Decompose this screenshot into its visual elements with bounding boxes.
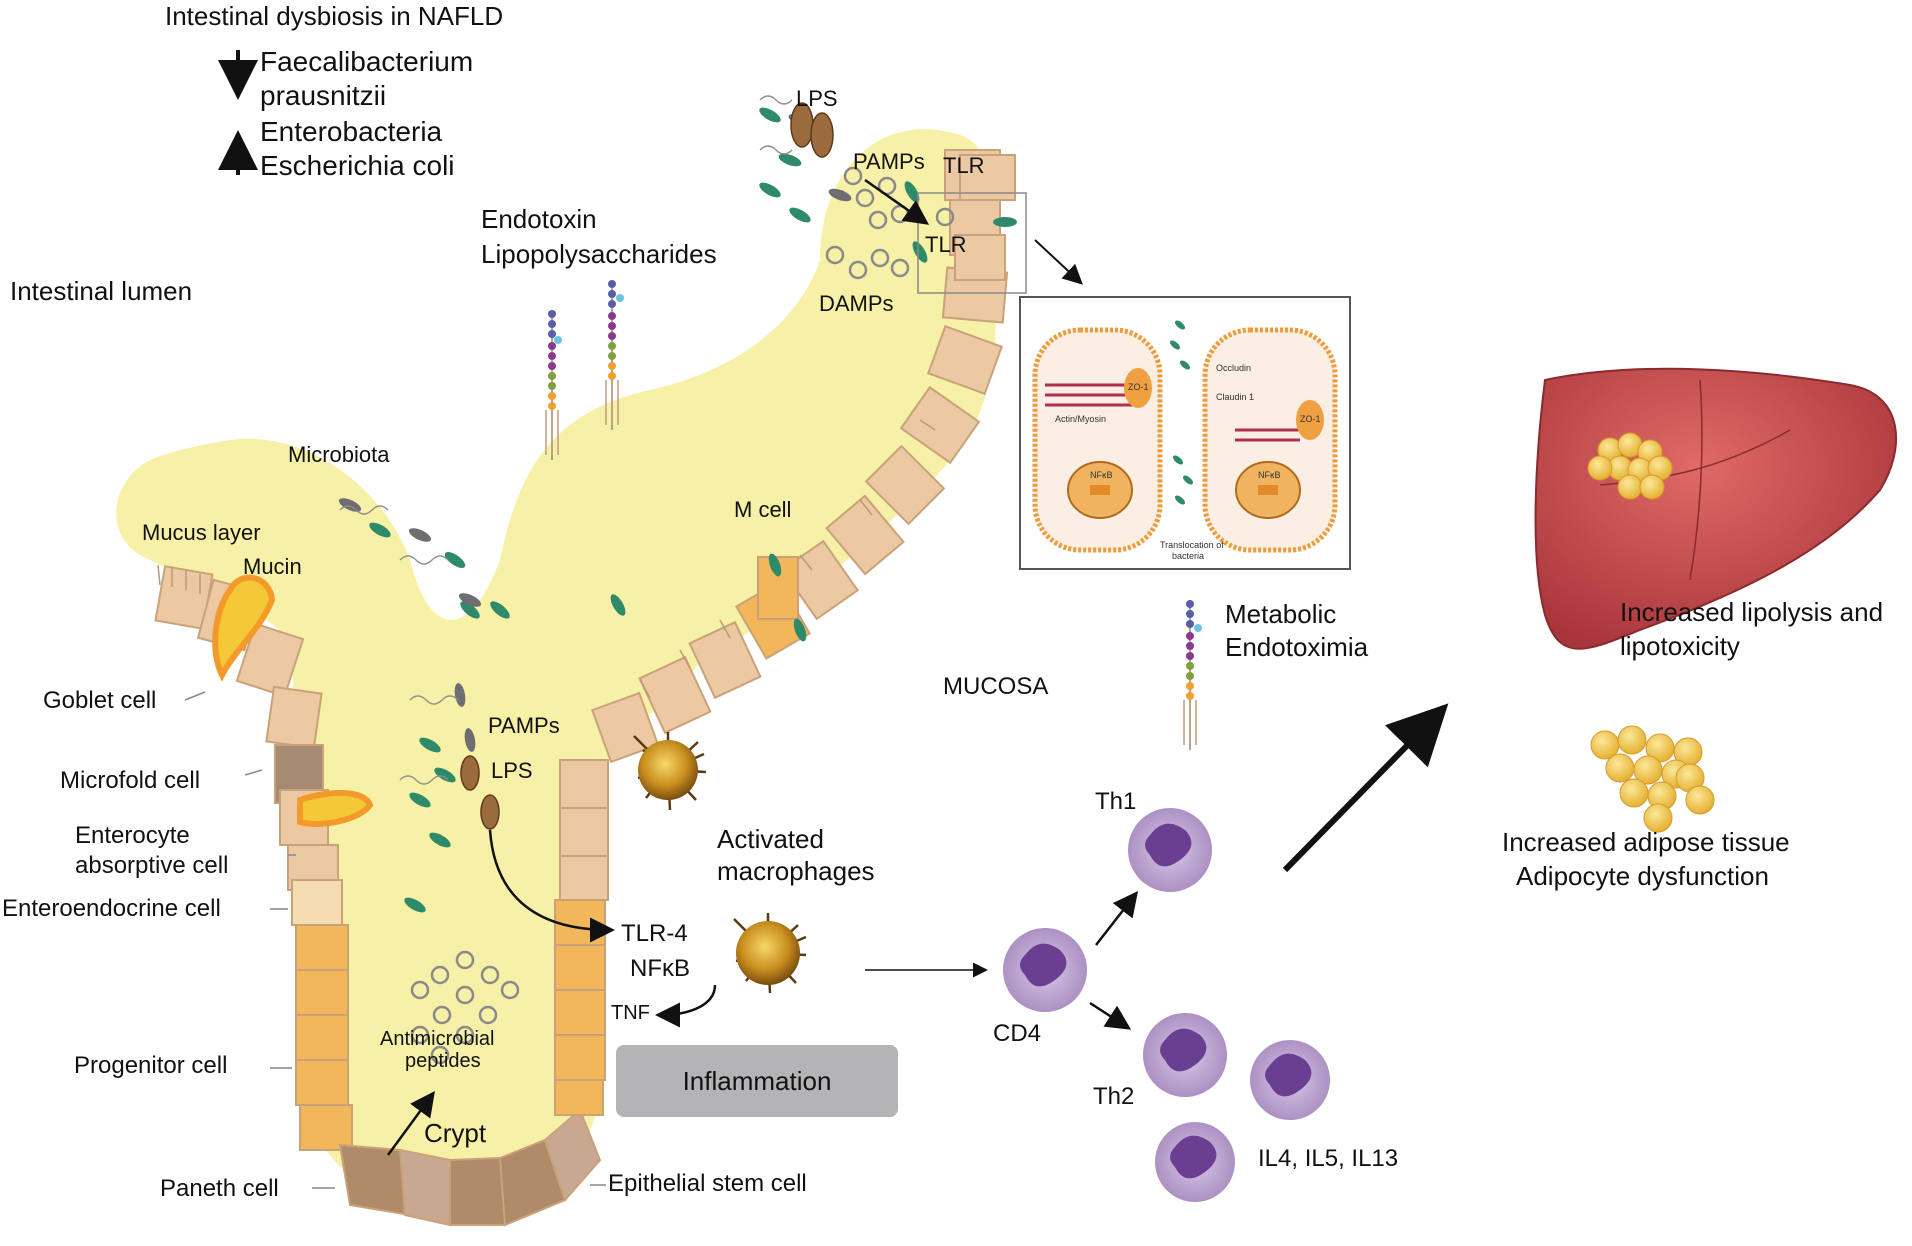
m-cell-label: M cell: [734, 497, 792, 522]
adipose-label-line1: Increased adipose tissue: [1502, 827, 1790, 857]
liver-label-line2: lipotoxicity: [1620, 631, 1740, 661]
th2-cell: [1143, 1013, 1227, 1097]
antimicrobial-peptides-line1: Antimicrobial: [380, 1028, 495, 1050]
inset-nfkb-right: NFκB: [1258, 470, 1281, 480]
enteroendocrine-cell-label: Enteroendocrine cell: [2, 895, 221, 922]
endotoxin-label: Endotoxin: [481, 204, 597, 234]
activated-macrophages-line2: macrophages: [717, 856, 875, 886]
zo1-left: [1124, 368, 1152, 408]
microbiota-label: Microbiota: [288, 442, 390, 467]
interleukins-label: IL4, IL5, IL13: [1258, 1145, 1399, 1172]
decreased-bacteria-line1: Faecalibacterium: [260, 46, 474, 77]
tight-junction-inset: [1019, 296, 1351, 570]
inset-translocation-line2: bacteria: [1172, 551, 1205, 561]
dysbiosis-title: Intestinal dysbiosis in NAFLD: [165, 1, 504, 31]
antimicrobial-peptides-line2: peptides: [405, 1050, 481, 1072]
inset-translocation-line1: Translocation of: [1160, 540, 1224, 550]
inset-zo1-right: ZO-1: [1300, 414, 1321, 424]
inset-zo1-left: ZO-1: [1128, 382, 1149, 392]
th2-cell-c: [1155, 1122, 1235, 1202]
inset-occludin-label: Occludin: [1216, 363, 1252, 373]
tlr-zoom-label: TLR: [925, 232, 967, 257]
microbiota-bacteria: [338, 95, 1017, 913]
pamps-top-label: PAMPs: [853, 149, 925, 174]
enterocyte-label-line1: Enterocyte: [75, 822, 190, 849]
th2-cell-b: [1250, 1040, 1330, 1120]
liver-label-line1: Increased lipolysis and: [1620, 597, 1884, 627]
activated-macrophage-1: [633, 732, 707, 811]
right-crypt-epithelium: [449, 759, 609, 1227]
mucin-goblet-cell: [212, 574, 276, 682]
microvilli: [157, 419, 936, 699]
activated-macrophages-line1: Activated: [717, 824, 824, 854]
pamps-to-tlr-arrow: [864, 178, 930, 225]
tlr4-label: TLR-4: [621, 920, 688, 947]
adipose-cluster: [1590, 725, 1715, 833]
nfkb-label: NFκB: [630, 955, 690, 982]
tlr-zoom-box: [917, 192, 1027, 294]
tnf-arrow: [655, 984, 717, 1028]
tnf-label: TNF: [611, 1002, 650, 1024]
epithelial-stem-cell-label: Epithelial stem cell: [608, 1170, 807, 1197]
increased-bacteria-line1: Enterobacteria: [260, 116, 443, 147]
to-liver-big-arrow: [1282, 703, 1449, 873]
paneth-up-arrow: [386, 1090, 435, 1156]
goblet-cell-label: Goblet cell: [43, 687, 157, 714]
crypt-label: Crypt: [424, 1118, 487, 1148]
liver-fat-cluster: [1587, 432, 1673, 500]
progenitor-cell-label: Progenitor cell: [74, 1052, 228, 1079]
lps-to-tlr4-arrow: [488, 829, 615, 943]
zo1-right: [1296, 400, 1324, 440]
paneth-cell-label: Paneth cell: [160, 1175, 279, 1202]
intestinal-lumen-label: Intestinal lumen: [10, 276, 193, 306]
mucus-layer-label: Mucus layer: [142, 520, 261, 545]
increased-bacteria-line2: Escherichia coli: [260, 150, 455, 181]
metabolic-label-line2: Endotoximia: [1225, 632, 1369, 662]
pamps-crypt-label: PAMPs: [488, 713, 560, 738]
cd4-cell: [1003, 928, 1087, 1012]
microfold-cell-label: Microfold cell: [60, 767, 201, 794]
th1-cell: [1128, 808, 1212, 892]
mucin-label: Mucin: [243, 554, 302, 579]
th1-label: Th1: [1095, 788, 1137, 815]
zoom-arrow: [1034, 239, 1083, 285]
arrows: [218, 50, 1449, 1156]
cd4-to-th2-arrow: [1089, 1001, 1132, 1030]
mucosa-label: MUCOSA: [943, 673, 1049, 700]
tlr-receptor-bottom: [954, 234, 1006, 281]
mucin-microfold-cell: [297, 790, 374, 827]
inset-claudin-label: Claudin 1: [1216, 392, 1255, 402]
lps-top-label: LPS: [796, 86, 838, 111]
th2-label: Th2: [1093, 1083, 1135, 1110]
enterocyte-label-line2: absorptive cell: [75, 852, 229, 879]
metabolic-label-line1: Metabolic: [1225, 599, 1337, 629]
liver: [1534, 367, 1898, 650]
activated-macrophage-2: [733, 913, 807, 994]
damps-label: DAMPs: [819, 291, 894, 316]
tlr-top-label: TLR: [943, 153, 985, 178]
lps-crypt-label: LPS: [491, 758, 533, 783]
leader-lines: [184, 691, 606, 1189]
villus-crypt-structure: [116, 129, 1009, 1227]
adipose-label-line2: Adipocyte dysfunction: [1516, 861, 1769, 891]
cd4-to-th1-arrow: [1095, 891, 1139, 946]
cd4-label: CD4: [993, 1020, 1042, 1047]
inset-nfkb-left: NFκB: [1090, 470, 1113, 480]
pamp-damp-circles: [410, 166, 955, 1065]
inset-actin-label: Actin/Myosin: [1055, 414, 1107, 424]
lymphocytes: [1003, 808, 1330, 1202]
lipopolysaccharides-label: Lipopolysaccharides: [481, 239, 717, 269]
decreased-bacteria-line2: prausnitzii: [260, 80, 387, 111]
inflammation-box: Inflammation: [616, 1045, 898, 1117]
lps-molecule-glyphs: [545, 280, 1202, 750]
